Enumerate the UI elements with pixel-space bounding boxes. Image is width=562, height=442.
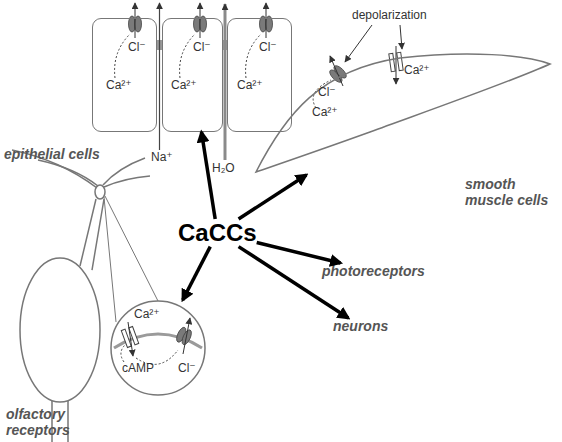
channel-half <box>389 53 395 71</box>
ion-text: Ca²⁺ <box>237 79 263 93</box>
magnification-lines <box>104 196 158 322</box>
ion-text: Cl⁻ <box>128 41 146 55</box>
channel-half <box>397 52 403 70</box>
depolarization-arrow <box>345 25 372 62</box>
flow-arrow <box>183 318 190 354</box>
flow-arrow <box>200 3 201 38</box>
epithelial-cell: Cl⁻ Ca²⁺ <box>227 18 292 132</box>
annotation: depolarization <box>352 9 427 23</box>
connector-arrow <box>239 175 307 219</box>
cilium <box>38 160 98 186</box>
ion-text: Cl⁻ <box>178 362 196 376</box>
connector-arrow <box>183 247 211 300</box>
dendrite <box>80 199 104 270</box>
dotted-signal <box>246 34 261 78</box>
dotted-signal <box>121 344 126 362</box>
ion-text: Ca²⁺ <box>171 79 197 93</box>
flow-arrow <box>135 3 136 38</box>
ion-text: Ca²⁺ <box>404 64 430 78</box>
node-title: photoreceptors <box>322 263 425 279</box>
magnified-membrane: Ca²⁺ cAMP Cl⁻ <box>110 300 206 396</box>
connector-arrow <box>239 247 349 318</box>
signal-dotted-lines <box>115 34 261 78</box>
ion-text: Cl⁻ <box>318 86 336 100</box>
connector-arrow <box>201 132 215 219</box>
dendritic-knob <box>95 185 105 199</box>
node-title: neurons <box>333 318 388 334</box>
chloride-channel <box>175 326 194 346</box>
dotted-signal <box>115 34 130 78</box>
epithelial-cell: Cl⁻ Ca²⁺ <box>162 18 223 132</box>
sodium-path <box>159 3 160 150</box>
zoom-line <box>105 196 158 301</box>
tissue-label: olfactory receptors <box>6 406 86 438</box>
flow-arrow <box>396 46 397 84</box>
cell-outline-path <box>256 54 550 172</box>
target-tissue: photoreceptors <box>322 263 425 279</box>
node-title: CaCCs <box>178 219 257 247</box>
tight-junctions <box>157 40 227 50</box>
ion-flow-arrows <box>135 3 266 38</box>
cilium <box>104 176 150 187</box>
flow-arrow <box>128 322 133 356</box>
tissue-label: epithelial cells <box>4 146 100 162</box>
ion-label: Na⁺ <box>151 151 173 165</box>
ion-text: Cl⁻ <box>193 41 211 55</box>
circle-outline-path <box>111 301 205 395</box>
smooth-muscle-cell: Ca²⁺ Cl⁻ Ca²⁺ <box>255 48 553 175</box>
connector-arrow <box>257 242 341 263</box>
depolarization-arrow <box>400 25 402 49</box>
epithelial-cell: Cl⁻ Ca²⁺ <box>92 18 157 132</box>
molecule-label: H₂O <box>212 162 235 176</box>
dotted-signal <box>180 34 195 78</box>
flow-arrow <box>266 3 267 38</box>
target-tissue: neurons <box>333 318 388 334</box>
tissue-label: smooth muscle cells <box>465 176 560 208</box>
ion-text: Ca²⁺ <box>312 106 338 120</box>
cell-body <box>20 258 100 402</box>
central-term: CaCCs <box>178 219 257 247</box>
zoom-line <box>104 197 116 322</box>
olfactory-neuron <box>12 150 150 442</box>
ion-text: Cl⁻ <box>259 41 277 55</box>
ion-text: cAMP <box>122 362 154 376</box>
ion-text: Ca²⁺ <box>106 79 132 93</box>
ion-text: Ca²⁺ <box>134 308 160 322</box>
